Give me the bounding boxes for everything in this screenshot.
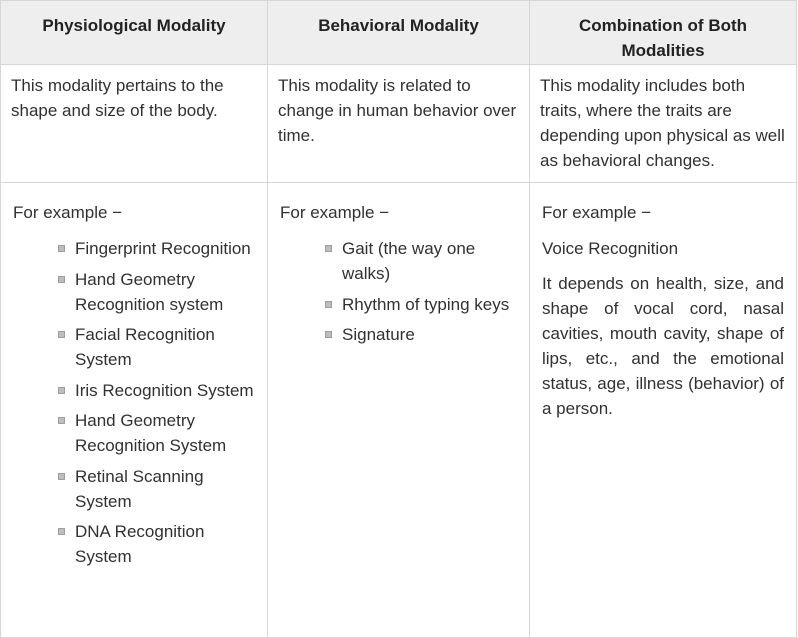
square-bullet-icon	[58, 275, 65, 283]
list-item-label: Gait (the way one walks)	[342, 239, 476, 283]
list-item: DNA Recognition System	[58, 519, 255, 569]
list-item: Gait (the way one walks)	[325, 236, 517, 286]
list-item: Hand Geometry Recognition system	[58, 267, 255, 317]
square-bullet-icon	[58, 245, 65, 252]
list-item-label: Facial Recognition System	[75, 325, 215, 369]
for-example-label: For example −	[542, 203, 652, 222]
list-item: Hand Geometry Recognition System	[58, 408, 255, 458]
header-combination: Combination of Both Modalities	[529, 0, 797, 65]
square-bullet-icon	[325, 300, 332, 308]
voice-recognition-title: Voice Recognition	[542, 239, 679, 258]
header-row: Physiological Modality Behavioral Modali…	[0, 0, 797, 65]
voice-recognition-text: It depends on health, size, and shape of…	[542, 274, 784, 418]
square-bullet-icon	[58, 472, 65, 480]
for-example-label: For example −	[280, 203, 390, 222]
list-item-label: Retinal Scanning System	[75, 466, 204, 511]
list-item: Facial Recognition System	[58, 322, 255, 372]
header-behavioral: Behavioral Modality	[267, 0, 530, 65]
list-item-label: DNA Recognition System	[75, 522, 205, 566]
list-item: Signature	[325, 322, 517, 347]
description-behavioral: This modality is related to change in hu…	[267, 64, 530, 183]
square-bullet-icon	[58, 331, 65, 338]
description-physiological: This modality pertains to the shape and …	[0, 64, 268, 183]
list-item-label: Hand Geometry Recognition System	[75, 411, 227, 455]
list-item-label: Fingerprint Recognition	[75, 239, 251, 258]
list-item-label: Hand Geometry Recognition system	[75, 269, 224, 314]
square-bullet-icon	[58, 386, 65, 394]
header-physiological: Physiological Modality	[0, 0, 268, 65]
description-combination: This modality includes both traits, wher…	[529, 64, 797, 183]
behavioral-examples-list: Gait (the way one walks) Rhythm of typin…	[280, 236, 517, 347]
square-bullet-icon	[325, 331, 332, 338]
list-item: Fingerprint Recognition	[58, 236, 255, 261]
description-row: This modality pertains to the shape and …	[0, 64, 797, 183]
physiological-examples-list: Fingerprint Recognition Hand Geometry Re…	[13, 236, 255, 569]
examples-row: For example − Fingerprint Recognition Ha…	[0, 182, 797, 638]
examples-behavioral-cell: For example − Gait (the way one walks) R…	[267, 182, 530, 638]
list-item-label: Iris Recognition System	[75, 380, 254, 400]
square-bullet-icon	[325, 245, 332, 252]
square-bullet-icon	[58, 417, 65, 424]
list-item: Retinal Scanning System	[58, 464, 255, 514]
list-item: Iris Recognition System	[58, 378, 255, 403]
square-bullet-icon	[58, 528, 65, 535]
list-item-label: Signature	[342, 325, 415, 344]
list-item-label: Rhythm of typing keys	[342, 294, 510, 314]
examples-physiological-cell: For example − Fingerprint Recognition Ha…	[0, 182, 268, 638]
for-example-label: For example −	[13, 203, 123, 222]
list-item: Rhythm of typing keys	[325, 292, 517, 317]
examples-combination-cell: For example − Voice Recognition It depen…	[529, 182, 797, 638]
